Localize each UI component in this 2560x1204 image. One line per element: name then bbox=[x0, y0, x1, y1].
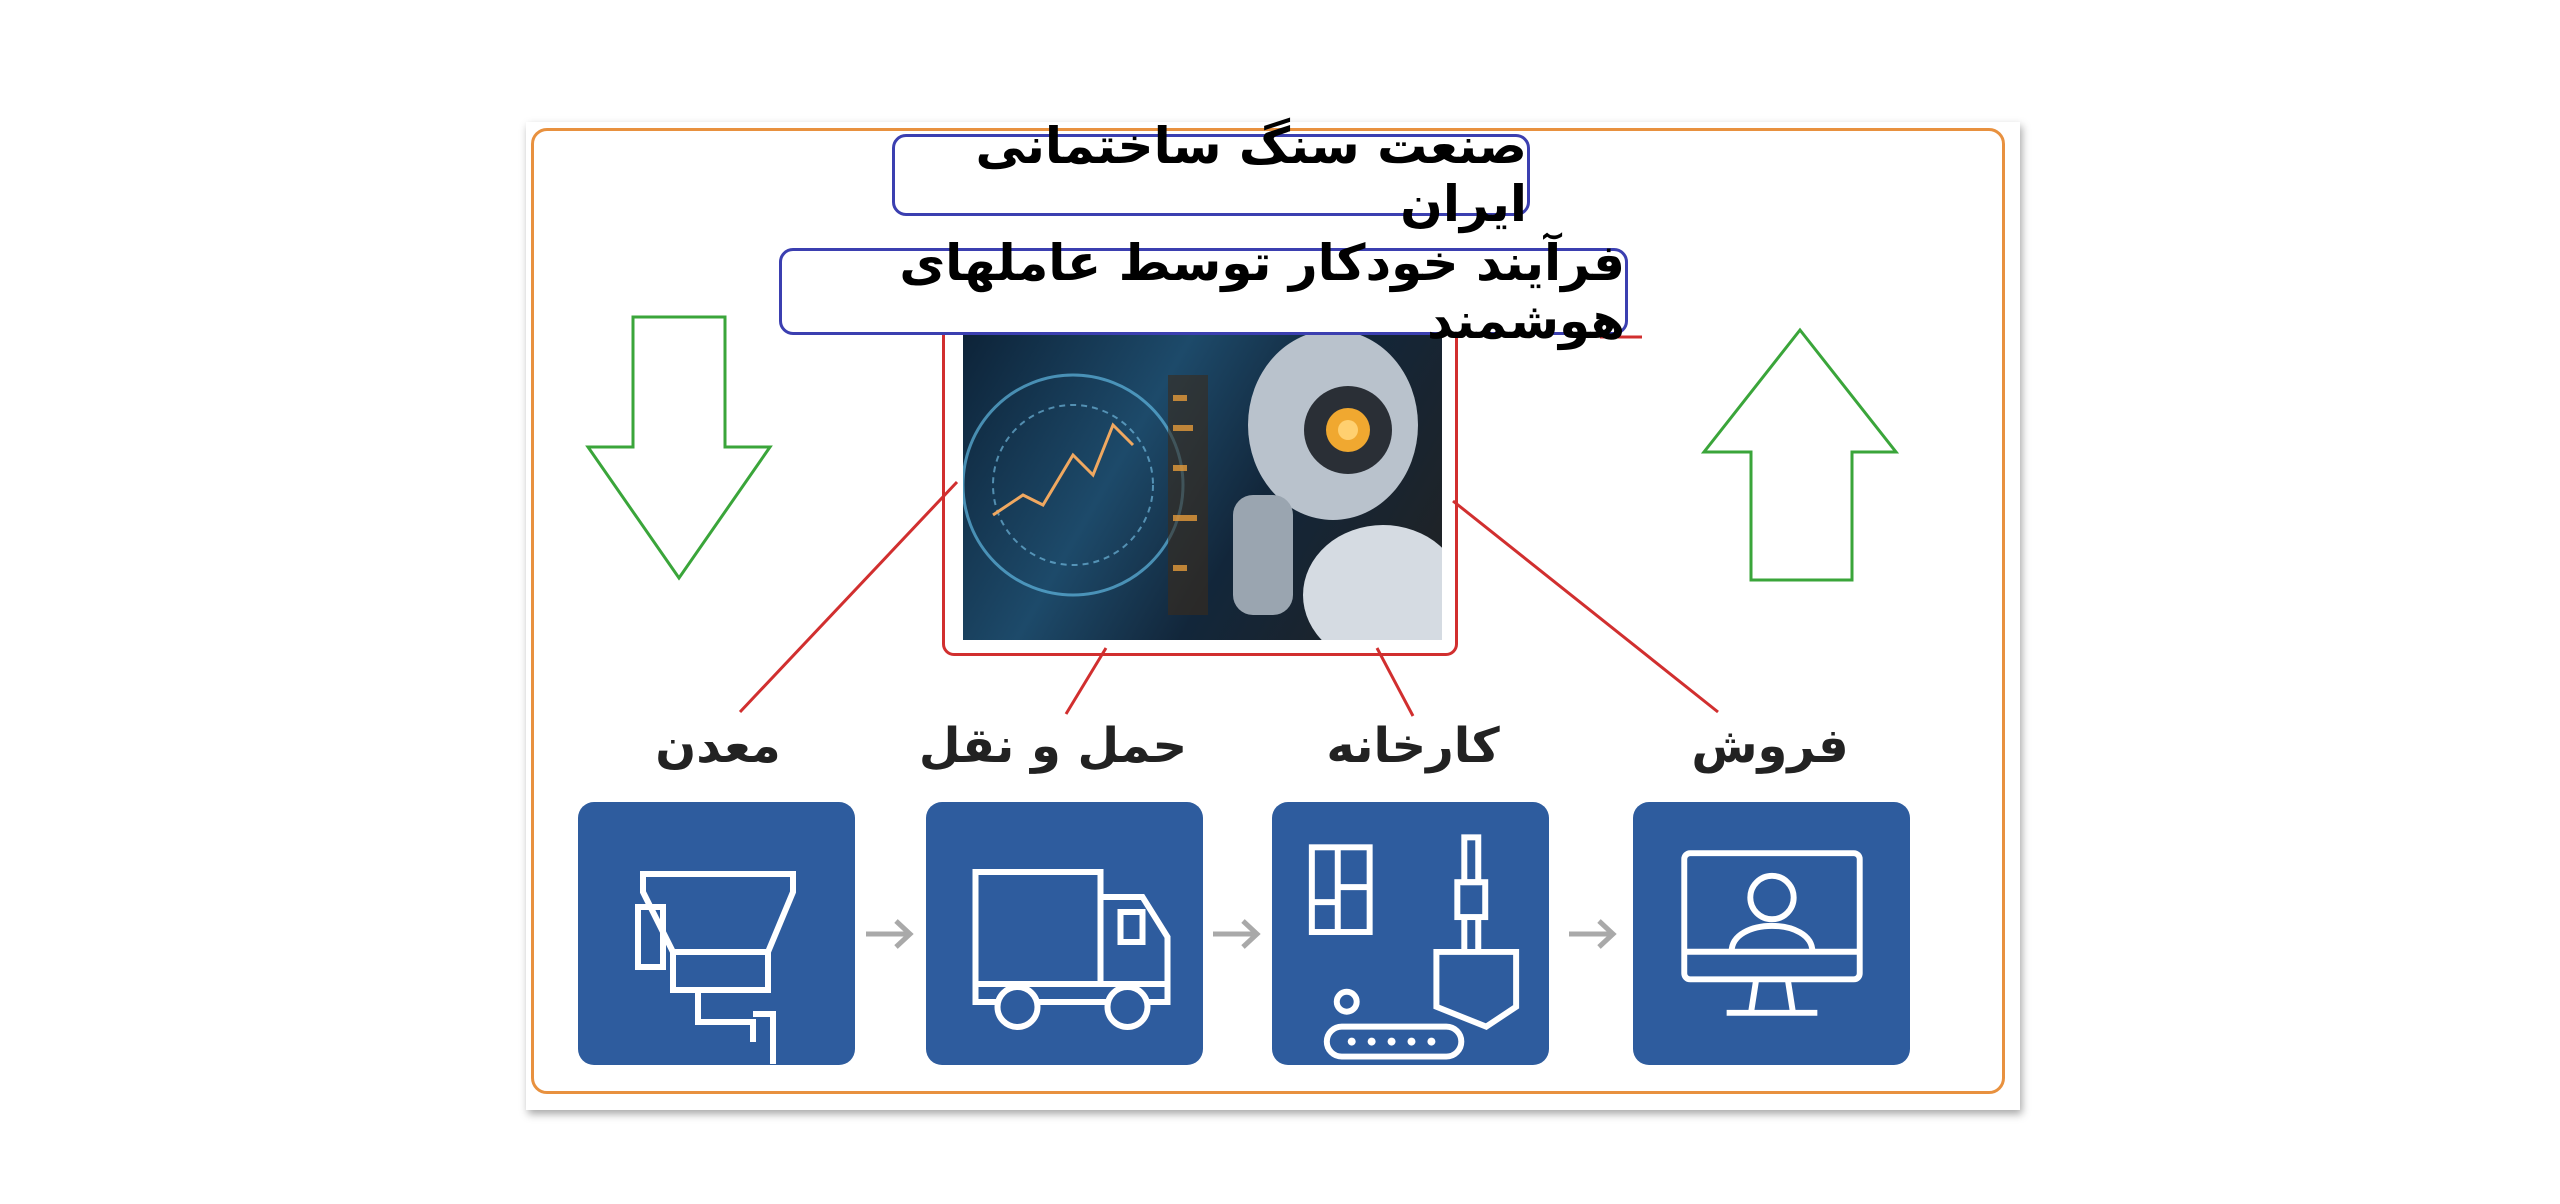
up-arrow-icon bbox=[1700, 327, 1900, 582]
stage-card-sales bbox=[1633, 802, 1910, 1065]
stage-card-mine bbox=[578, 802, 855, 1065]
stage-label-factory: کارخانه bbox=[1326, 718, 1500, 774]
stage-card-transport bbox=[926, 802, 1203, 1065]
slide-frame bbox=[531, 128, 2005, 1094]
page-subtitle: فرآیند خودکار توسط عاملهای هوشمند bbox=[779, 234, 1628, 350]
flow-arrow-icon bbox=[866, 919, 914, 949]
stage-label-transport: حمل و نقل bbox=[918, 718, 1188, 774]
title-text: صنعت سنگ ساختمانی ایران bbox=[975, 117, 1527, 233]
down-arrow-icon bbox=[585, 315, 773, 581]
flow-arrow-icon bbox=[1213, 919, 1261, 949]
stage-label-mine: معدن bbox=[655, 718, 781, 774]
stage-card-factory bbox=[1272, 802, 1549, 1065]
security-camera-icon bbox=[635, 871, 796, 1064]
truck-icon bbox=[972, 869, 1171, 1030]
monitor-user-icon bbox=[1681, 850, 1863, 1016]
connector-line-sales bbox=[1452, 499, 1719, 714]
flow-arrow-icon bbox=[1569, 919, 1617, 949]
subtitle-text: فرآیند خودکار توسط عاملهای هوشمند bbox=[899, 233, 1625, 350]
factory-conveyor-icon bbox=[1308, 834, 1520, 1060]
connector-line-mine bbox=[738, 480, 959, 714]
page-title: صنعت سنگ ساختمانی ایران bbox=[892, 117, 1530, 233]
stage-label-sales: فروش bbox=[1691, 718, 1849, 774]
connector-line-factory bbox=[1375, 647, 1415, 717]
connector-line-transport bbox=[1064, 647, 1108, 715]
ai-robot-image bbox=[963, 335, 1442, 640]
